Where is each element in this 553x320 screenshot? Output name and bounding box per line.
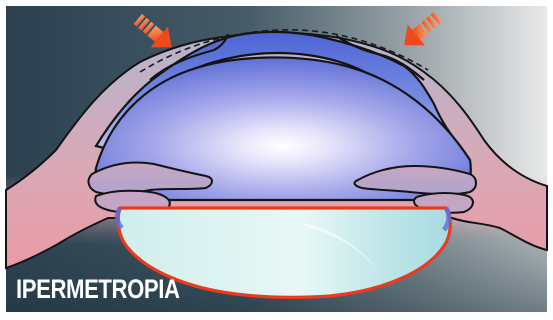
diagram-caption: IPERMETROPIA [16, 276, 180, 303]
